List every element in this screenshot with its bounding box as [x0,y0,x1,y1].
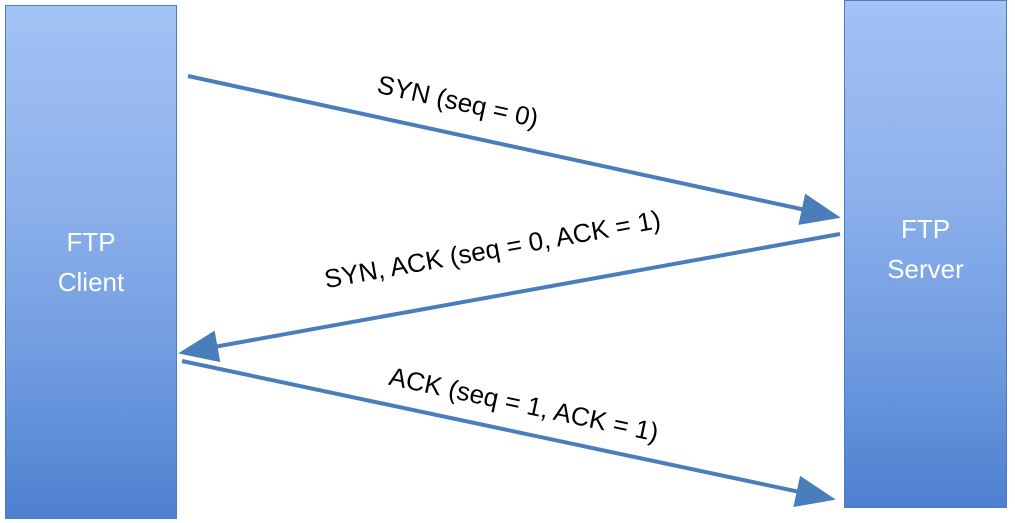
ftp-client-box: FTP Client [5,5,177,519]
ack-arrow [181,359,836,508]
ftp-server-label-line2: Server [887,254,964,284]
ftp-client-label: FTP Client [6,222,176,302]
syn-ack-arrow [178,232,841,363]
syn-arrow [187,74,841,225]
ftp-server-label-line1: FTP [900,214,951,244]
ftp-server-box: FTP Server [844,0,1007,508]
ftp-client-label-line1: FTP [66,227,116,257]
ftp-client-label-line2: Client [57,267,125,297]
syn-ack-label: SYN, ACK (seq = 0, ACK = 1) [322,204,663,294]
ftp-server-label: FTP Server [845,209,1006,289]
